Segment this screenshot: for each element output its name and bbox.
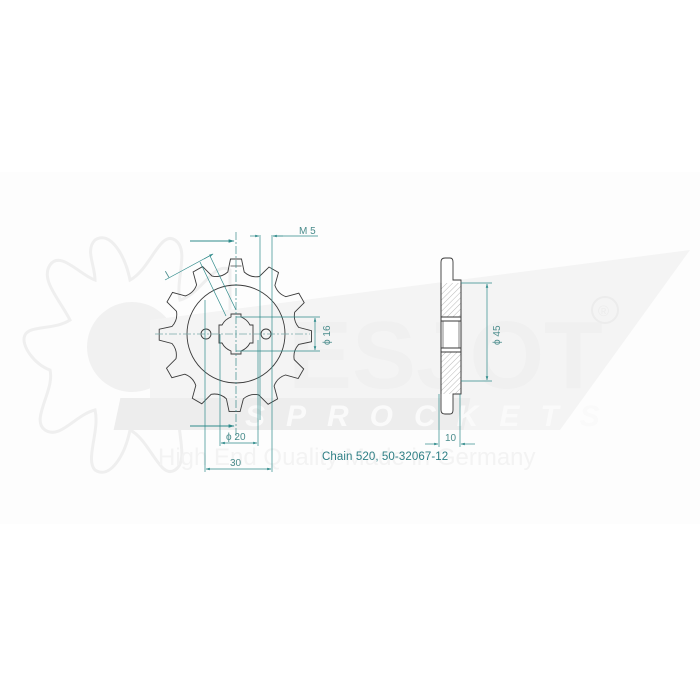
watermark-gear-icon	[22, 236, 232, 474]
front-dimensions	[155, 232, 320, 472]
dim-hub-dia-label: ϕ 45	[492, 325, 503, 345]
watermark-registered: ®	[598, 303, 609, 320]
watermark-banner	[150, 250, 690, 430]
side-dimensions	[425, 282, 492, 447]
sprocket-side-view	[440, 257, 462, 415]
watermark-tagline: High End Quality Made in Germany	[158, 444, 536, 471]
dim-angle-label: l	[164, 270, 171, 281]
dim-thickness-label: 10	[445, 433, 457, 444]
dim-thread-label: M 5	[299, 226, 316, 237]
watermark: ESJOT ® SPROCKETS High End Quality Made …	[22, 236, 690, 474]
part-caption: Chain 520, 50-32067-12	[322, 451, 449, 463]
front-dimension-labels: M 5 ϕ 16 ϕ 20 30 l	[164, 226, 333, 469]
side-dimension-labels: ϕ 45 10	[445, 325, 503, 444]
sprocket-profile	[158, 258, 312, 413]
dim-hole-spacing-label: 30	[230, 458, 242, 469]
dim-spline-dia-label: ϕ 16	[322, 325, 333, 345]
watermark-subtitle: SPROCKETS	[245, 400, 621, 433]
dim-bolt-circle-label: ϕ 20	[226, 432, 246, 443]
